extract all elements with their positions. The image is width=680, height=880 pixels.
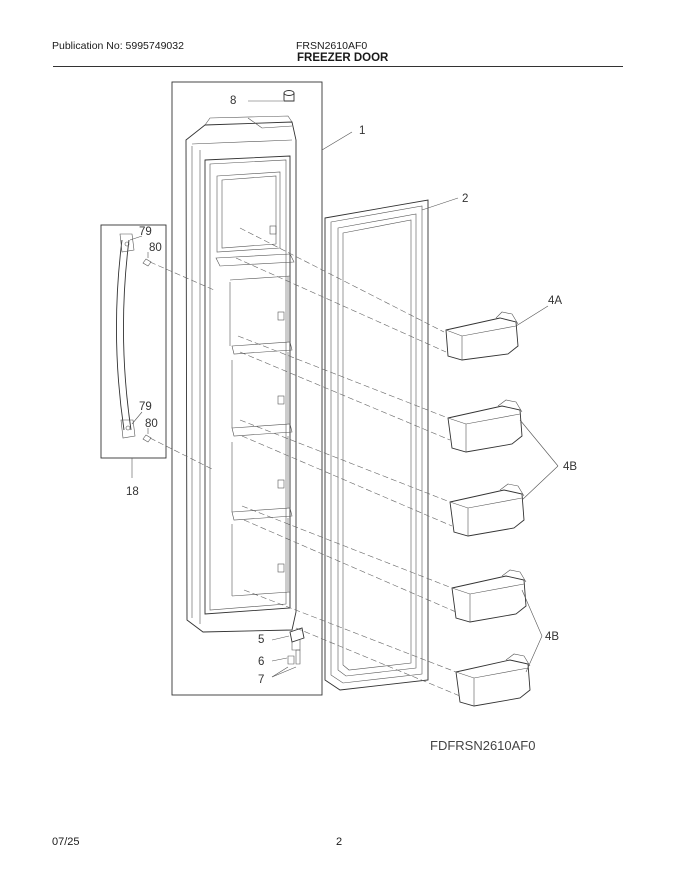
section-title: FREEZER DOOR (297, 52, 389, 64)
door-bin-4a (445, 311, 519, 361)
assembly-dash-lines (149, 227, 461, 697)
leader-4b-c (521, 589, 543, 637)
callout-8: 8 (230, 95, 236, 107)
leader-6 (271, 657, 288, 662)
callout-6: 6 (258, 656, 264, 668)
callout-4b-upper: 4B (563, 461, 577, 473)
leader-5 (271, 635, 290, 641)
callout-4a: 4A (548, 295, 562, 307)
leader-79-top (129, 235, 143, 241)
callout-4b-lower: 4B (545, 631, 559, 643)
leader-4b-a (519, 419, 559, 467)
leader-4a (515, 305, 549, 327)
leader-7a (271, 666, 289, 678)
callout-7: 7 (258, 674, 264, 686)
leader-79-bottom (131, 411, 143, 425)
publication-number: Publication No: 5995749032 (52, 40, 184, 52)
leader-1 (321, 131, 353, 151)
door-gasket-part-2 (324, 199, 429, 691)
callout-79-top: 79 (139, 226, 152, 238)
figure-code: FDFRSN2610AF0 (430, 738, 535, 753)
door-bin-4b-3 (451, 569, 527, 623)
callout-1: 1 (359, 125, 365, 137)
door-liner (185, 115, 297, 633)
leader-2 (421, 197, 459, 211)
callout-2: 2 (462, 193, 468, 205)
bottom-hinge-parts (287, 627, 305, 665)
door-handle (116, 233, 152, 443)
callout-80-top: 80 (149, 242, 162, 254)
door-frame-box (171, 81, 323, 696)
hinge-bushing-part-8 (248, 90, 295, 102)
door-bin-4b-2 (449, 483, 525, 537)
door-bin-4b-1 (447, 399, 523, 453)
handle-box (100, 224, 167, 459)
page-number: 2 (336, 836, 343, 848)
footer-date: 07/25 (52, 836, 80, 848)
leader-7b (271, 666, 297, 678)
leader-4b-d (525, 635, 543, 673)
leader-4b-b (521, 465, 559, 501)
callout-18: 18 (126, 486, 139, 498)
model-number: FRSN2610AF0 (296, 40, 368, 52)
callout-79-bottom: 79 (139, 401, 152, 413)
callout-5: 5 (258, 634, 264, 646)
callout-80-bottom: 80 (145, 418, 158, 430)
door-bin-4b-4 (455, 653, 531, 707)
header-rule (53, 66, 623, 67)
